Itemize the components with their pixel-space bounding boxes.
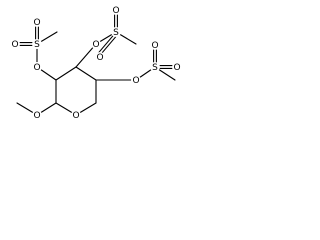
atom-ms3-sulfur: S — [152, 63, 158, 73]
atom-ms1-oxo-oxygen-left: O — [11, 40, 18, 50]
atom-ms2-oxo-oxygen-low: O — [96, 53, 103, 63]
atom-ms2-sulfur: S — [113, 28, 119, 38]
atom-ms3-oxo-oxygen-top: O — [151, 41, 158, 51]
atom-ms3-oxo-oxygen-right: O — [173, 63, 180, 73]
atom-methoxy-oxygen: O — [33, 111, 40, 121]
bond-ms2-s-o-dn-a — [97, 32, 116, 54]
bond-ms2-s-o-dn-b — [99, 34, 118, 56]
atom-ms1-sulfur: S — [34, 40, 40, 50]
molecule-structure-diagram: O O O S O O O S O O O S O O — [10, 5, 182, 121]
bond-ring-c3-c4 — [75, 66, 97, 81]
atom-labels: O O O S O O O S O O O S O O — [10, 5, 182, 121]
atom-ms1-ester-oxygen: O — [33, 63, 40, 73]
atom-ms3-ester-oxygen: O — [132, 76, 139, 86]
atom-ms1-oxo-oxygen-top: O — [33, 18, 40, 28]
atom-ms2-ester-oxygen: O — [92, 40, 99, 50]
bond-c3-ms2-o — [75, 43, 97, 68]
bond-ring-c2-c3 — [55, 66, 77, 81]
atom-ring-oxygen: O — [72, 111, 79, 121]
atom-ms2-oxo-oxygen-top: O — [112, 6, 119, 16]
